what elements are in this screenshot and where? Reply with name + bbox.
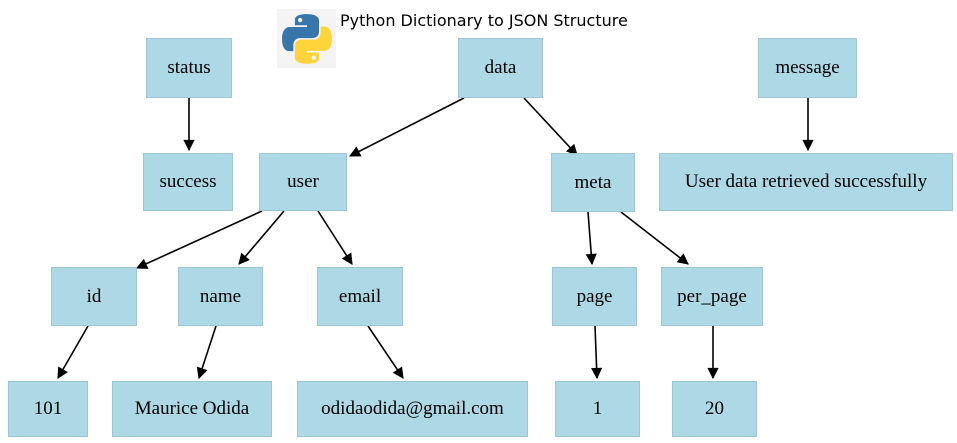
node-per_page: per_page <box>661 267 763 326</box>
edge-id-to-id_value <box>57 325 89 379</box>
node-data: data <box>458 38 543 98</box>
node-email_value: odidaodida@gmail.com <box>297 381 528 437</box>
edge-user-to-id <box>135 210 263 269</box>
node-page_value: 1 <box>555 381 640 437</box>
node-user: user <box>259 153 347 211</box>
node-page: page <box>552 267 637 326</box>
edge-data-to-meta <box>523 97 578 156</box>
node-message: message <box>758 38 857 98</box>
node-email: email <box>317 267 403 326</box>
node-meta: meta <box>551 153 635 212</box>
node-status: status <box>146 38 232 98</box>
edge-meta-to-per_page <box>620 211 689 265</box>
edge-user-to-email <box>317 210 353 265</box>
edge-name-to-name_value <box>196 325 217 380</box>
edge-meta-to-page <box>585 211 597 266</box>
node-name_value: Maurice Odida <box>112 381 272 437</box>
node-message_value: User data retrieved successfully <box>659 153 953 211</box>
python-logo-yellow-snake <box>294 26 332 64</box>
node-name: name <box>178 267 263 326</box>
edge-email-to-email_value <box>367 325 404 379</box>
python-logo-blue-snake <box>281 13 319 51</box>
edge-user-to-name <box>238 210 285 265</box>
python-logo-icon <box>277 9 336 68</box>
edge-data-to-user <box>349 97 465 157</box>
node-success: success <box>143 153 233 211</box>
diagram-title: Python Dictionary to JSON Structure <box>340 11 628 30</box>
node-id_value: 101 <box>8 381 88 437</box>
node-per_page_value: 20 <box>672 381 757 437</box>
edge-page-to-page_value <box>591 325 603 380</box>
node-id: id <box>51 267 137 326</box>
